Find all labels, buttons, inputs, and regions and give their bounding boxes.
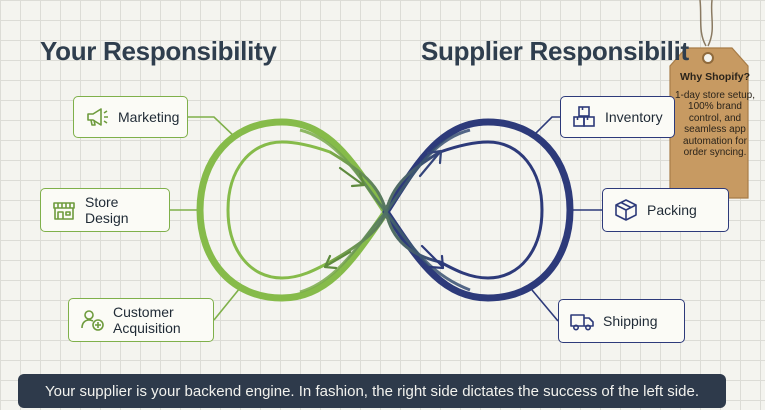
inventory-label: Inventory xyxy=(605,109,663,125)
cross-strand-a xyxy=(329,150,441,264)
inner-left-loop xyxy=(226,140,332,280)
store-design-label: Store Design xyxy=(85,194,129,226)
store-design-card: Store Design xyxy=(40,188,170,232)
marketing-label: Marketing xyxy=(118,109,180,125)
flow-arrows xyxy=(323,149,445,270)
shipping-card: Shipping xyxy=(558,299,685,343)
add-user-icon xyxy=(79,307,105,333)
outer-left-loop xyxy=(196,118,390,302)
package-icon xyxy=(613,197,639,223)
arrow-down-right xyxy=(420,244,445,270)
boxes-icon xyxy=(571,104,597,130)
arrow-right-upper xyxy=(338,166,366,188)
cross-strand-d xyxy=(299,128,471,294)
your-responsibility-heading: Your Responsibility xyxy=(40,36,277,66)
megaphone-icon xyxy=(84,104,110,130)
storefront-icon xyxy=(51,197,77,223)
arrow-up-right xyxy=(418,149,443,178)
shipping-label: Shipping xyxy=(603,313,658,329)
outer-right-loop xyxy=(382,118,574,302)
truck-icon xyxy=(569,308,595,334)
packing-card: Packing xyxy=(602,188,729,232)
tag-body: 1-day store setup, 100% brand control, a… xyxy=(674,89,756,159)
why-shopify-tag xyxy=(669,0,749,199)
supplier-responsibility-heading: Supplier Responsibilit xyxy=(421,36,689,66)
inner-right-loop xyxy=(438,140,544,280)
customer-acquisition-label: Customer Acquisition xyxy=(113,304,181,336)
inventory-card: Inventory xyxy=(560,96,675,138)
tag-title: Why Shopify? xyxy=(680,71,750,83)
connector-lines xyxy=(170,116,602,322)
customer-acquisition-card: Customer Acquisition xyxy=(68,298,214,342)
footer-banner: Your supplier is your backend engine. In… xyxy=(18,374,726,408)
packing-label: Packing xyxy=(647,202,697,218)
tag-content: Why Shopify? 1-day store setup, 100% bra… xyxy=(672,71,758,159)
arrow-left-lower xyxy=(323,250,352,270)
marketing-card: Marketing xyxy=(73,96,188,138)
